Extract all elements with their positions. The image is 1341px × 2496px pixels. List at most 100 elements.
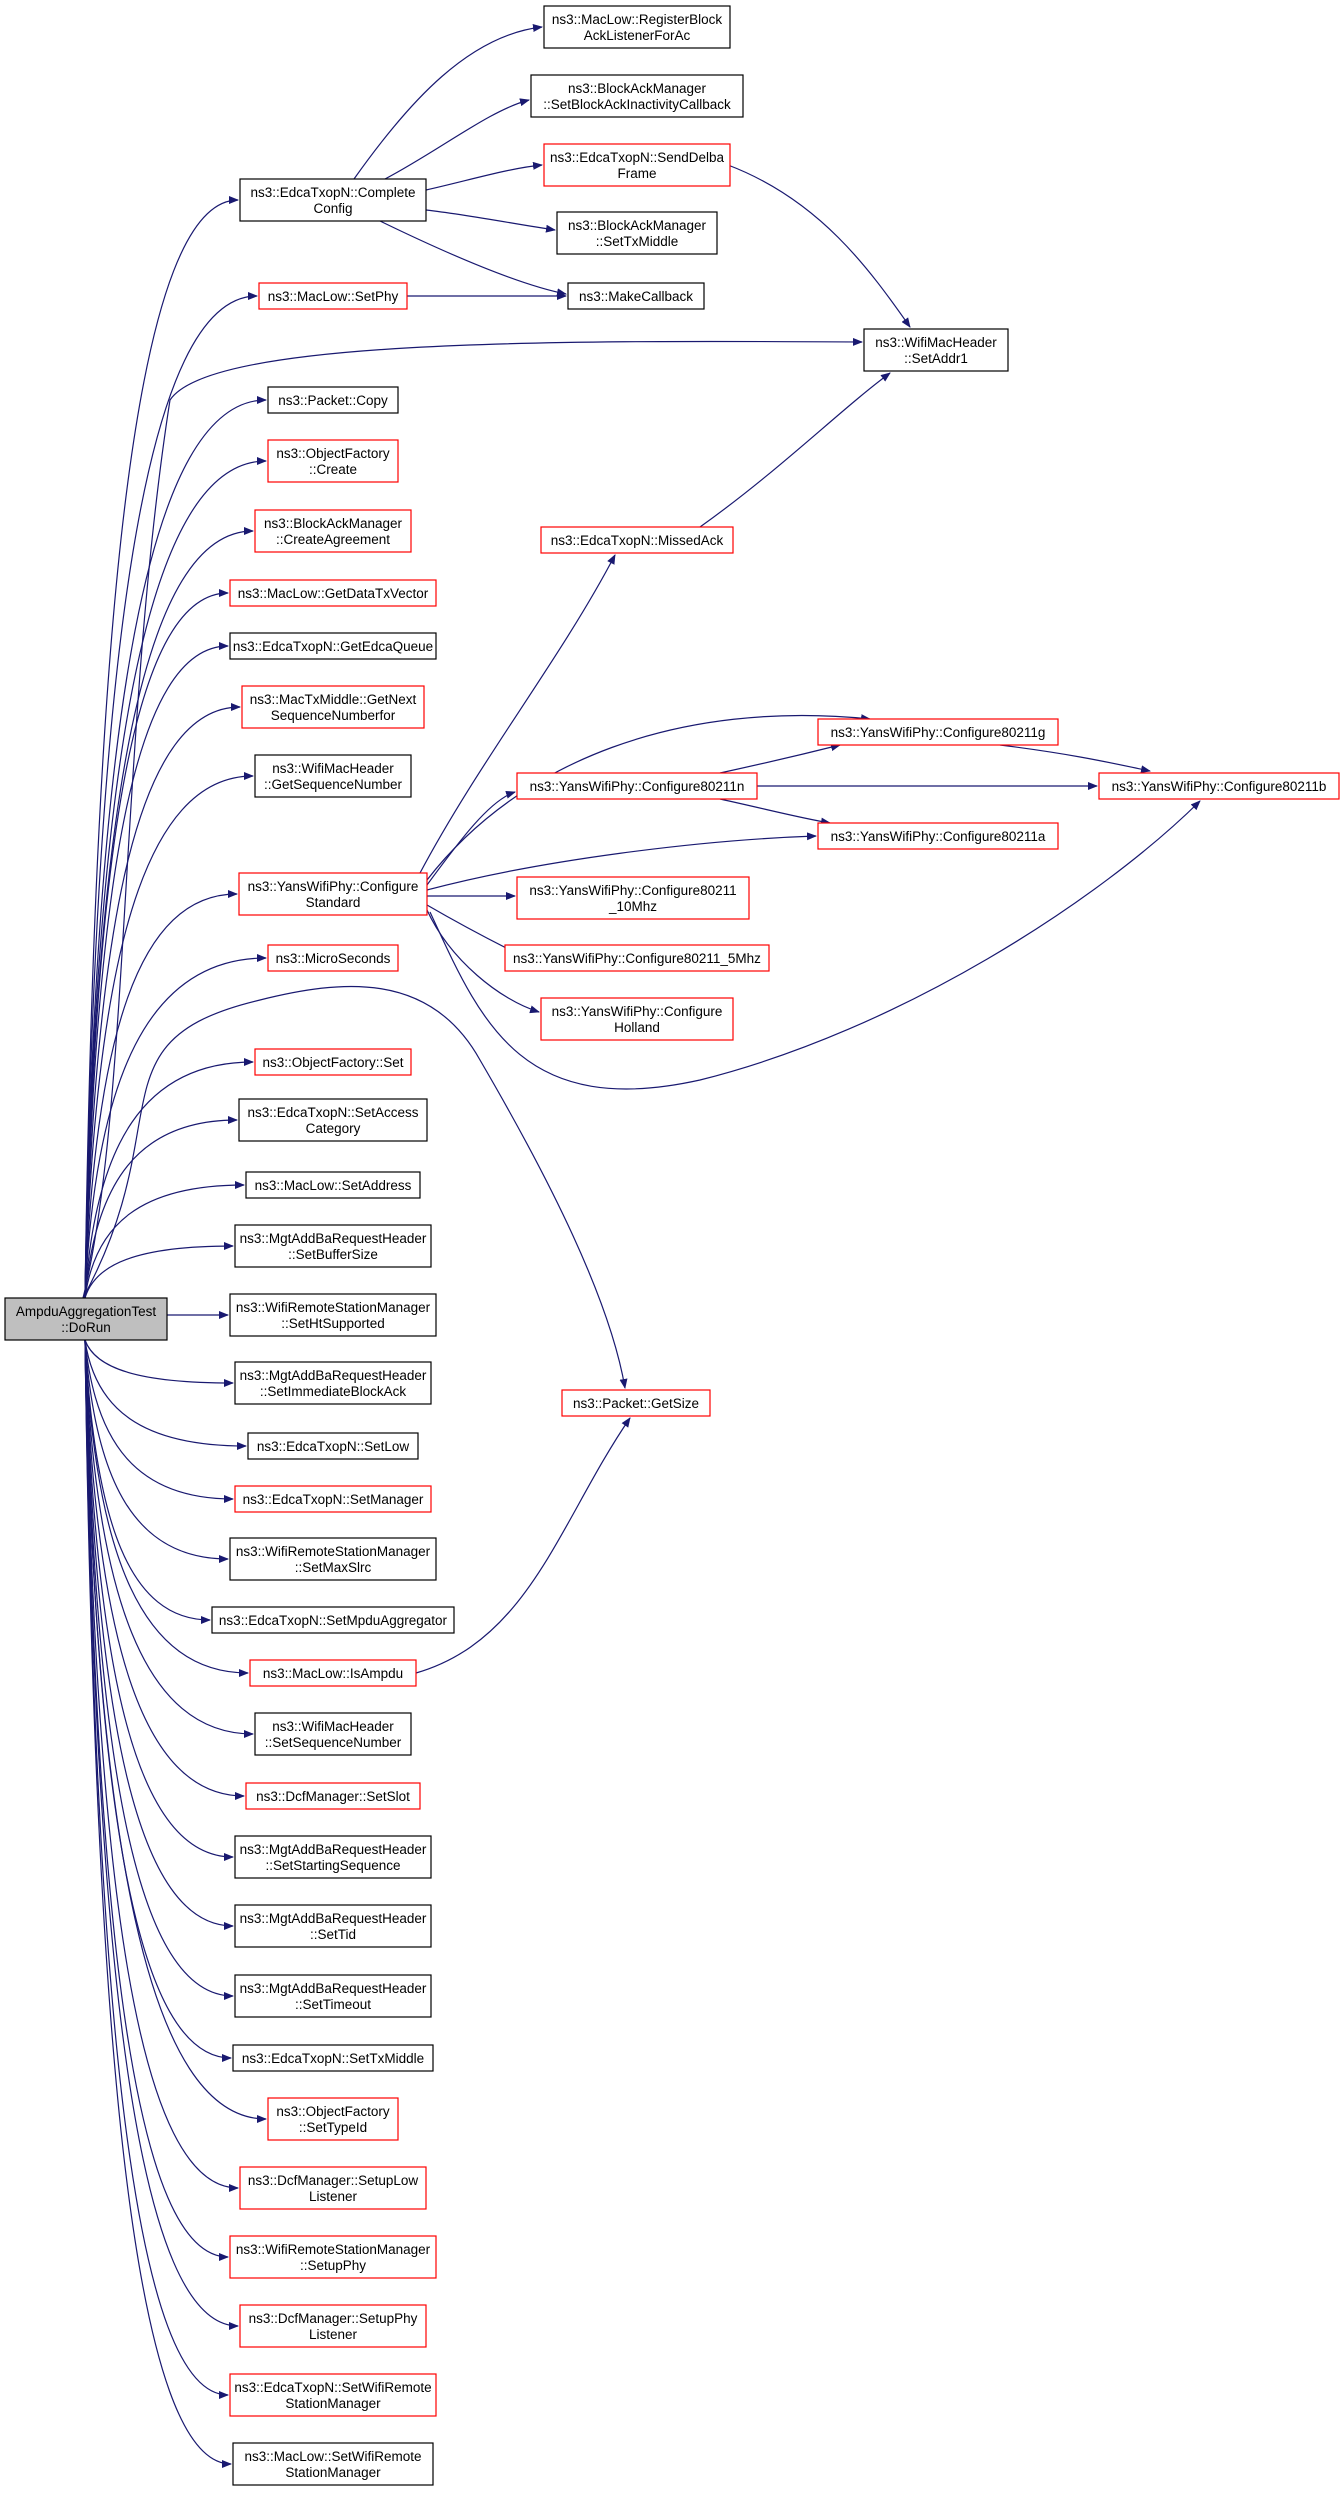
edge-root-to-set-starting-sequence (84, 1339, 234, 1861)
node-of-create[interactable]: ns3::ObjectFactory::Create (267, 439, 399, 483)
node-label-line: ::SetTimeout (295, 1997, 371, 2012)
node-is-ampdu[interactable]: ns3::MacLow::IsAmpdu (249, 1659, 417, 1687)
node-label-line: ::SetTxMiddle (596, 234, 679, 249)
node-label-line: ns3::DcfManager::SetSlot (256, 1789, 410, 1804)
edge-root-to-get-edca-queue (84, 642, 229, 1299)
node-wrsm-setup-phy[interactable]: ns3::WifiRemoteStationManager::SetupPhy (229, 2235, 437, 2279)
node-set-addr1[interactable]: ns3::WifiMacHeader::SetAddr1 (863, 328, 1009, 372)
node-set-immediate-block-ack[interactable]: ns3::MgtAddBaRequestHeader::SetImmediate… (234, 1361, 432, 1405)
node-box (267, 439, 399, 483)
node-set-timeout[interactable]: ns3::MgtAddBaRequestHeader::SetTimeout (234, 1974, 432, 2018)
node-box (267, 2097, 399, 2141)
edge-root-to-edca-set-manager (84, 1339, 234, 1503)
edge-missed-ack-to-set-addr1 (699, 372, 891, 528)
node-configure-10mhz[interactable]: ns3::YansWifiPhy::Configure80211_10Mhz (516, 876, 750, 920)
node-set-starting-sequence[interactable]: ns3::MgtAddBaRequestHeader::SetStartingS… (234, 1835, 432, 1879)
edge-complete-config-to-set-block-inactivity (384, 98, 530, 180)
edge-configure-standard-to-configure-g (426, 714, 871, 881)
node-maclow-set-phy[interactable]: ns3::MacLow::SetPhy (258, 282, 408, 310)
node-make-callback[interactable]: ns3::MakeCallback (567, 282, 705, 310)
node-box (234, 1835, 432, 1879)
node-get-data-tx-vector[interactable]: ns3::MacLow::GetDataTxVector (229, 579, 437, 607)
node-label-line: ::Create (309, 462, 357, 477)
node-get-seq-number[interactable]: ns3::WifiMacHeader::GetSequenceNumber (254, 754, 412, 798)
edge-root-to-setup-low-listener (84, 1339, 239, 2192)
node-box (239, 2166, 427, 2210)
node-configure-a[interactable]: ns3::YansWifiPhy::Configure80211a (817, 822, 1059, 850)
node-configure-b[interactable]: ns3::YansWifiPhy::Configure80211b (1098, 772, 1340, 800)
node-missed-ack[interactable]: ns3::EdcaTxopN::MissedAck (540, 526, 734, 554)
node-of-set[interactable]: ns3::ObjectFactory::Set (254, 1048, 412, 1076)
node-create-agreement[interactable]: ns3::BlockAckManager::CreateAgreement (254, 509, 412, 553)
edge-root-to-edca-set-low (84, 1339, 247, 1450)
node-box (229, 632, 437, 660)
node-set-max-slrc[interactable]: ns3::WifiRemoteStationManager::SetMaxSlr… (229, 1537, 437, 1581)
node-label-line: ns3::EdcaTxopN::SetWifiRemote (234, 2380, 431, 2395)
node-label-line: ns3::DcfManager::SetupLow (248, 2173, 419, 2188)
node-packet-copy[interactable]: ns3::Packet::Copy (267, 386, 399, 414)
node-label-line: ::SetTid (310, 1927, 356, 1942)
edge-root-to-get-next-seq (84, 703, 241, 1299)
node-label-line: ns3::MacLow::IsAmpdu (263, 1666, 403, 1681)
node-edca-set-tx-middle[interactable]: ns3::EdcaTxopN::SetTxMiddle (232, 2044, 434, 2072)
node-configure-n[interactable]: ns3::YansWifiPhy::Configure80211n (516, 772, 758, 800)
node-label-line: ns3::EdcaTxopN::SetLow (257, 1439, 410, 1454)
node-edca-set-manager[interactable]: ns3::EdcaTxopN::SetManager (234, 1485, 432, 1513)
node-packet-get-size[interactable]: ns3::Packet::GetSize (561, 1389, 711, 1417)
node-micro-seconds[interactable]: ns3::MicroSeconds (267, 944, 399, 972)
node-bam-set-tx-middle[interactable]: ns3::BlockAckManager::SetTxMiddle (556, 211, 718, 255)
edge-root-to-set-tid (84, 1339, 234, 1930)
node-label-line: ::SetAddr1 (904, 351, 968, 366)
node-label-line: Category (306, 1121, 361, 1136)
node-set-buffer-size[interactable]: ns3::MgtAddBaRequestHeader::SetBufferSiz… (234, 1224, 432, 1268)
node-get-next-seq[interactable]: ns3::MacTxMiddle::GetNextSequenceNumberf… (241, 685, 425, 729)
node-dcf-set-slot[interactable]: ns3::DcfManager::SetSlot (245, 1782, 421, 1810)
node-label-line: SequenceNumberfor (271, 708, 396, 723)
node-label-line: ns3::Packet::GetSize (573, 1396, 699, 1411)
node-box (254, 1712, 412, 1756)
edge-configure-standard-to-configure-b (429, 800, 1201, 1090)
node-maclow-set-address[interactable]: ns3::MacLow::SetAddress (245, 1171, 421, 1199)
node-label-line: ns3::MgtAddBaRequestHeader (240, 1368, 427, 1383)
node-edca-set-wifi-rsm[interactable]: ns3::EdcaTxopN::SetWifiRemoteStationMana… (229, 2373, 437, 2417)
node-label-line: StationManager (285, 2396, 381, 2411)
node-box (516, 876, 750, 920)
node-set-sequence-number[interactable]: ns3::WifiMacHeader::SetSequenceNumber (254, 1712, 412, 1756)
node-box (211, 1606, 455, 1634)
node-label-line: ns3::ObjectFactory::Set (262, 1055, 403, 1070)
node-configure-g[interactable]: ns3::YansWifiPhy::Configure80211g (817, 718, 1059, 746)
node-label-line: ns3::YansWifiPhy::Configure80211n (530, 779, 745, 794)
node-label-line: ::GetSequenceNumber (264, 777, 403, 792)
node-root: AmpduAggregationTest::DoRun (4, 1297, 168, 1341)
node-of-set-type-id[interactable]: ns3::ObjectFactory::SetTypeId (267, 2097, 399, 2141)
node-box (504, 944, 770, 972)
node-set-ht-supported[interactable]: ns3::WifiRemoteStationManager::SetHtSupp… (229, 1293, 437, 1337)
node-label-line: ns3::MacLow::SetAddress (255, 1178, 412, 1193)
edge-root-to-get-data-tx-vector (84, 589, 229, 1299)
node-label-line: Config (313, 201, 352, 216)
edge-root-to-micro-seconds (84, 954, 267, 1299)
node-set-mpdu-aggregator[interactable]: ns3::EdcaTxopN::SetMpduAggregator (211, 1606, 455, 1634)
node-label-line: ::DoRun (61, 1320, 111, 1335)
node-set-block-inactivity[interactable]: ns3::BlockAckManager::SetBlockAckInactiv… (530, 74, 744, 118)
node-box (817, 822, 1059, 850)
node-register-block[interactable]: ns3::MacLow::RegisterBlockAckListenerFor… (543, 5, 731, 49)
node-label-line: ns3::MicroSeconds (276, 951, 391, 966)
node-label-line: ns3::BlockAckManager (568, 218, 707, 233)
node-set-tid[interactable]: ns3::MgtAddBaRequestHeader::SetTid (234, 1904, 432, 1948)
node-edca-set-low[interactable]: ns3::EdcaTxopN::SetLow (247, 1432, 419, 1460)
node-configure-5mhz[interactable]: ns3::YansWifiPhy::Configure80211_5Mhz (504, 944, 770, 972)
node-label-line: ns3::WifiMacHeader (875, 335, 997, 350)
node-box (863, 328, 1009, 372)
node-label-line: Frame (617, 166, 656, 181)
node-get-edca-queue[interactable]: ns3::EdcaTxopN::GetEdcaQueue (229, 632, 437, 660)
node-box (556, 211, 718, 255)
